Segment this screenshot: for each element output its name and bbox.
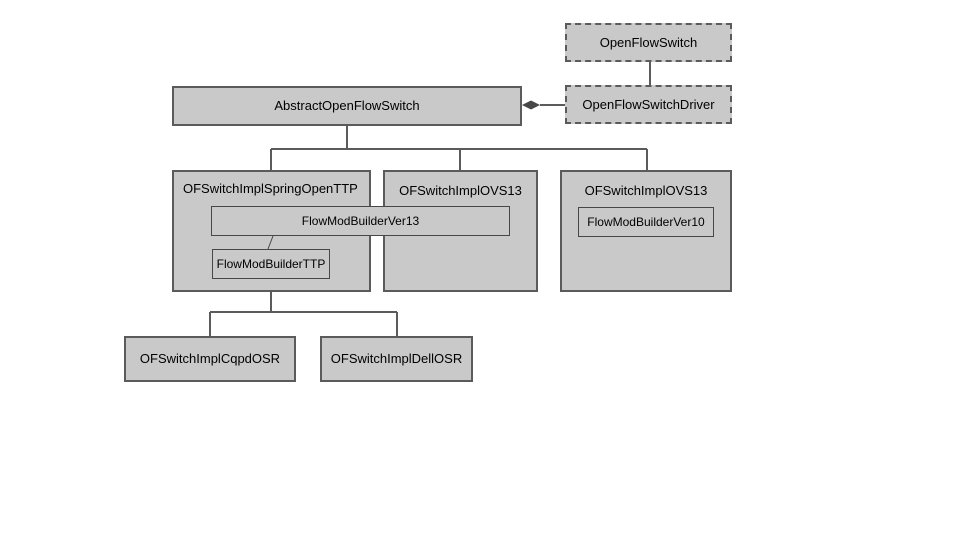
node-label: AbstractOpenFlowSwitch bbox=[274, 98, 420, 113]
node-label: FlowModBuilderVer13 bbox=[301, 214, 420, 228]
node-ofswitchimpldellosr[interactable]: OFSwitchImplDellOSR bbox=[320, 336, 473, 382]
node-openflowswitchdriver[interactable]: OpenFlowSwitchDriver bbox=[565, 85, 732, 124]
node-label: OFSwitchImplOVS13 bbox=[399, 183, 522, 198]
node-label: OFSwitchImplOVS13 bbox=[584, 183, 708, 198]
node-label: FlowModBuilderVer10 bbox=[587, 215, 705, 229]
node-label: OpenFlowSwitch bbox=[599, 34, 698, 50]
node-label: OpenFlowSwitchDriver bbox=[582, 96, 715, 112]
node-openflowswitch[interactable]: OpenFlowSwitch bbox=[565, 23, 732, 62]
node-label: OFSwitchImplDellOSR bbox=[330, 351, 463, 366]
node-label: FlowModBuilderTTP bbox=[216, 257, 326, 271]
node-flowmodbuilderver13[interactable]: FlowModBuilderVer13 bbox=[211, 206, 510, 236]
aggregation-diamond-icon bbox=[522, 100, 540, 110]
node-abstractopenflowswitch[interactable]: AbstractOpenFlowSwitch bbox=[172, 86, 522, 126]
node-label: OFSwitchImplCqpdOSR bbox=[139, 351, 281, 366]
node-flowmodbuilderver10[interactable]: FlowModBuilderVer10 bbox=[578, 207, 714, 237]
node-ofswitchimplcqpdosr[interactable]: OFSwitchImplCqpdOSR bbox=[124, 336, 296, 382]
node-label: OFSwitchImplSpringOpenTTP bbox=[183, 181, 358, 196]
node-flowmodbuilderttp[interactable]: FlowModBuilderTTP bbox=[212, 249, 330, 279]
